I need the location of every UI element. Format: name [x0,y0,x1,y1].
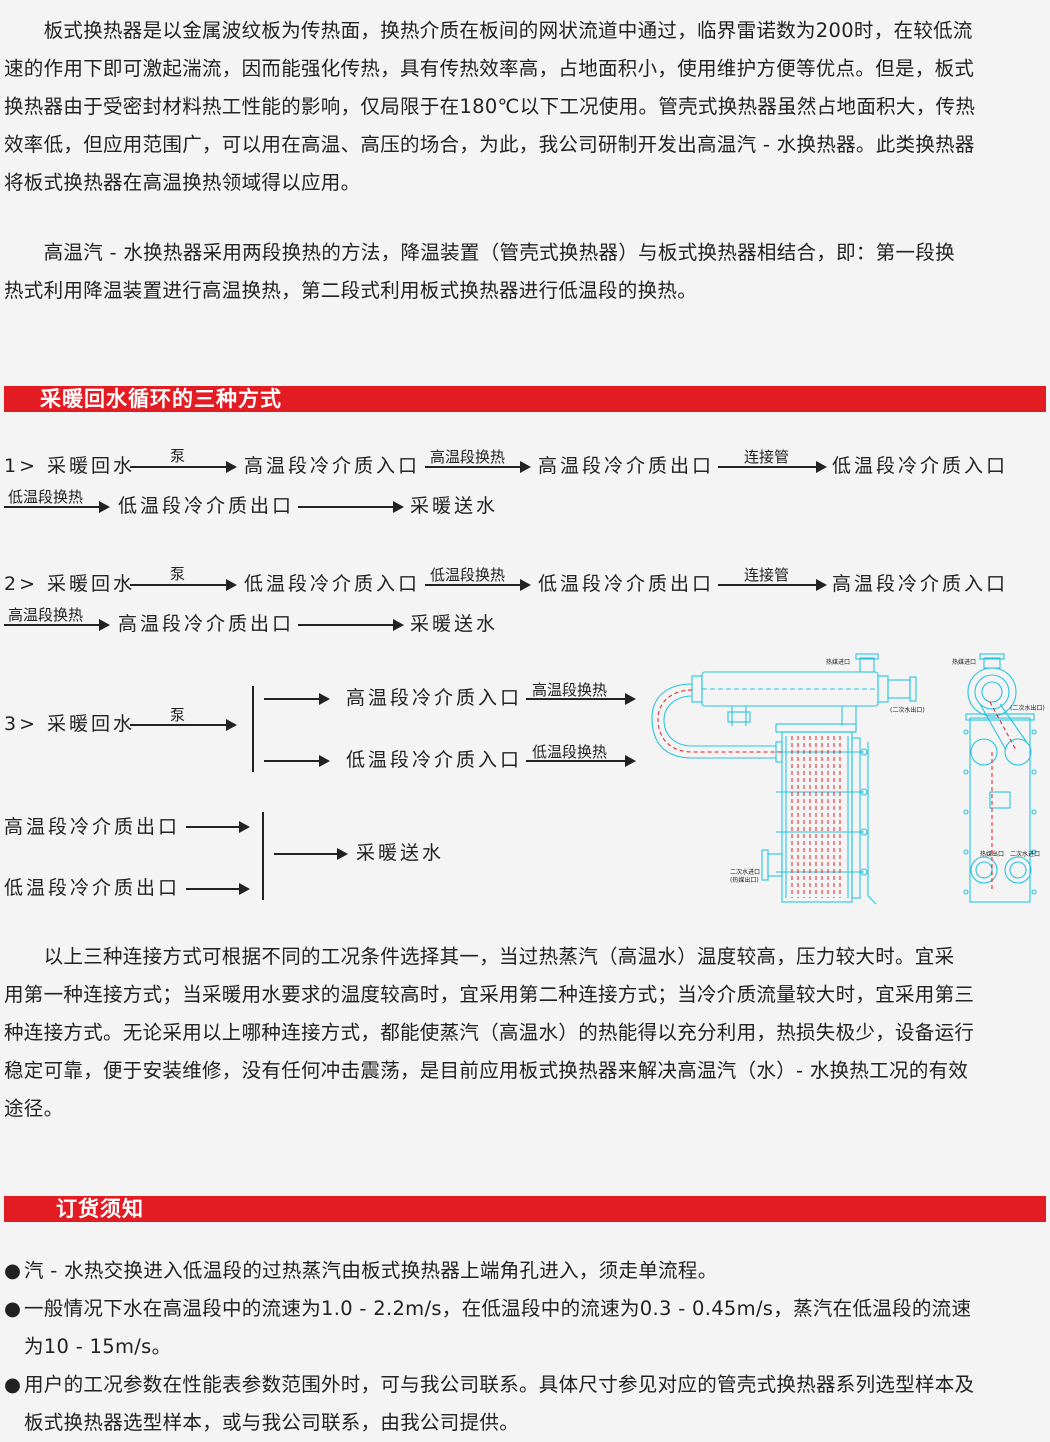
flow-start: 2> 采暖回水 [4,573,136,595]
text-line: 板式换热器选型样本，或与我公司联系，由我公司提供。 [24,1411,520,1434]
merge-line [262,812,264,900]
arrow [130,720,237,730]
arrow [274,849,348,859]
flow-node: 低温段冷介质出口 [4,877,181,899]
flow-label: 泵 [170,706,186,724]
text-line: 汽 - 水热交换进入低温段的过热蒸汽由板式换热器上端角孔进入，须走单流程。 [24,1259,718,1282]
flow-label: 低温段换热 [430,566,506,584]
flow-label: 低温段换热 [532,743,608,761]
arrow [130,580,237,590]
bullet-icon: ● [4,1259,22,1282]
flow-node: 采暖送水 [410,613,499,635]
section-header-circulation: 采暖回水循环的三种方式 [4,386,1046,412]
list-item: ● 汽 - 水热交换进入低温段的过热蒸汽由板式换热器上端角孔进入，须走单流程。 [4,1252,1046,1290]
arrow [526,756,636,766]
flow-label: 泵 [170,565,186,583]
arrow [130,462,237,472]
section-title: 订货须知 [56,1197,144,1221]
list-item: ● 用户的工况参数在性能表参数范围外时，可与我公司联系。具体尺寸参见对应的管壳式… [4,1366,1046,1442]
arrow [425,580,531,590]
conclusion-paragraph: 以上三种连接方式可根据不同的工况条件选择其一，当过热蒸汽（高温水）温度较高，压力… [4,938,1046,1128]
flow-label: 泵 [170,447,186,465]
text-line: 将板式换热器在高温换热领域得以应用。 [4,171,361,194]
arrow [298,502,404,512]
arrow [264,756,330,766]
bullet-icon: ● [4,1373,22,1396]
flow-node: 高温段冷介质出口 [4,816,181,838]
exchanger-front-view-drawing: 热媒进口 (二次水出口) 二次水进口 (热媒出口) [651,653,925,905]
text-line: 板式换热器是以金属波纹板为传热面，换热介质在板间的网状流道中通过，临界雷诺数为2… [4,19,973,42]
text-line: 高温汽 - 水换热器采用两段换热的方法，降温装置（管壳式换热器）与板式换热器相结… [4,241,955,264]
flow-node: 高温段冷介质出口 [538,455,715,477]
list-item: ● 一般情况下水在高温段中的流速为1.0 - 2.2m/s，在低温段中的流速为0… [4,1290,1046,1366]
drawing-label: 二次水进口 [1010,850,1040,858]
flow-node: 高温段冷介质入口 [832,573,1009,595]
text-line: 以上三种连接方式可根据不同的工况条件选择其一，当过热蒸汽（高温水）温度较高，压力… [4,945,955,968]
arrow [526,694,636,704]
bullet-icon: ● [4,1297,22,1320]
arrow [264,694,330,704]
text-line: 途径。 [4,1097,64,1120]
arrow [298,620,404,630]
drawing-label: (二次水出口) [890,706,925,714]
flow-node: 高温段冷介质出口 [118,613,295,635]
drawing-label: 热媒出口 [980,850,1004,858]
text-line: 稳定可靠，便于安装维修，没有任何冲击震荡，是目前应用板式换热器来解决高温汽（水）… [4,1059,969,1082]
drawing-label: (热媒出口) [730,876,759,884]
drawing-label: 热媒进口 [952,658,976,666]
section-title: 采暖回水循环的三种方式 [40,387,282,411]
flow-label: 连接管 [744,566,790,584]
arrow [718,462,827,472]
arrow [186,822,250,832]
flow-node: 低温段冷介质出口 [538,573,715,595]
flow-start: 1> 采暖回水 [4,455,136,477]
exchanger-side-view-drawing: 热媒进口 (二次水出口) 热媒出口 二次水进口 [952,653,1045,903]
arrow [186,884,250,894]
drawing-label: (二次水出口) [1010,704,1045,712]
text-line: 效率低，但应用范围广，可以用在高温、高压的场合，为此，我公司研制开发出高温汽 -… [4,133,975,156]
ordering-notes-list: ● 汽 - 水热交换进入低温段的过热蒸汽由板式换热器上端角孔进入，须走单流程。 … [4,1252,1046,1442]
text-line: 种连接方式。无论采用以上哪种连接方式，都能使蒸汽（高温水）的热能得以充分利用，热… [4,1021,975,1044]
drawing-label: 热媒进口 [826,658,850,666]
text-line: 为10 - 15m/s。 [24,1335,172,1358]
flow-node: 采暖送水 [356,842,445,864]
drawing-label: 二次水进口 [730,868,760,876]
text-line: 用第一种连接方式；当采暖用水要求的温度较高时，宜采用第二种连接方式；当冷介质流量… [4,983,975,1006]
flow-label: 高温段换热 [430,448,506,466]
arrow [4,502,110,512]
section-header-ordering: 订货须知 [4,1196,1046,1222]
text-line: 热式利用降温装置进行高温换热，第二段式利用板式换热器进行低温段的换热。 [4,279,698,302]
flow-node: 采暖送水 [410,495,499,517]
text-line: 用户的工况参数在性能表参数范围外时，可与我公司联系。具体尺寸参见对应的管壳式换热… [24,1373,975,1396]
flow-node: 高温段冷介质入口 [346,687,523,709]
intro-paragraph-2: 高温汽 - 水换热器采用两段换热的方法，降温装置（管壳式换热器）与板式换热器相结… [4,234,1046,310]
flow-label: 连接管 [744,448,790,466]
flow-node: 低温段冷介质入口 [244,573,421,595]
flow-node: 低温段冷介质入口 [832,455,1009,477]
arrow [4,620,110,630]
flow-node: 高温段冷介质入口 [244,455,421,477]
arrow [425,462,531,472]
arrow [718,580,827,590]
text-line: 速的作用下即可激起湍流，因而能强化传热，具有传热效率高，占地面积小，使用维护方便… [4,57,975,80]
branch-line [252,686,254,772]
intro-paragraph-1: 板式换热器是以金属波纹板为传热面，换热介质在板间的网状流道中通过，临界雷诺数为2… [4,12,1046,202]
text-line: 换热器由于受密封材料热工性能的影响，仅局限于在180℃以下工况使用。管壳式换热器… [4,95,976,118]
flow-node: 低温段冷介质入口 [346,749,523,771]
flow-start: 3> 采暖回水 [4,713,136,735]
text-line: 一般情况下水在高温段中的流速为1.0 - 2.2m/s，在低温段中的流速为0.3… [24,1297,972,1320]
flow-label: 高温段换热 [532,681,608,699]
flow-node: 低温段冷介质出口 [118,495,295,517]
flow-label: 低温段换热 [8,488,84,506]
flow-label: 高温段换热 [8,606,84,624]
